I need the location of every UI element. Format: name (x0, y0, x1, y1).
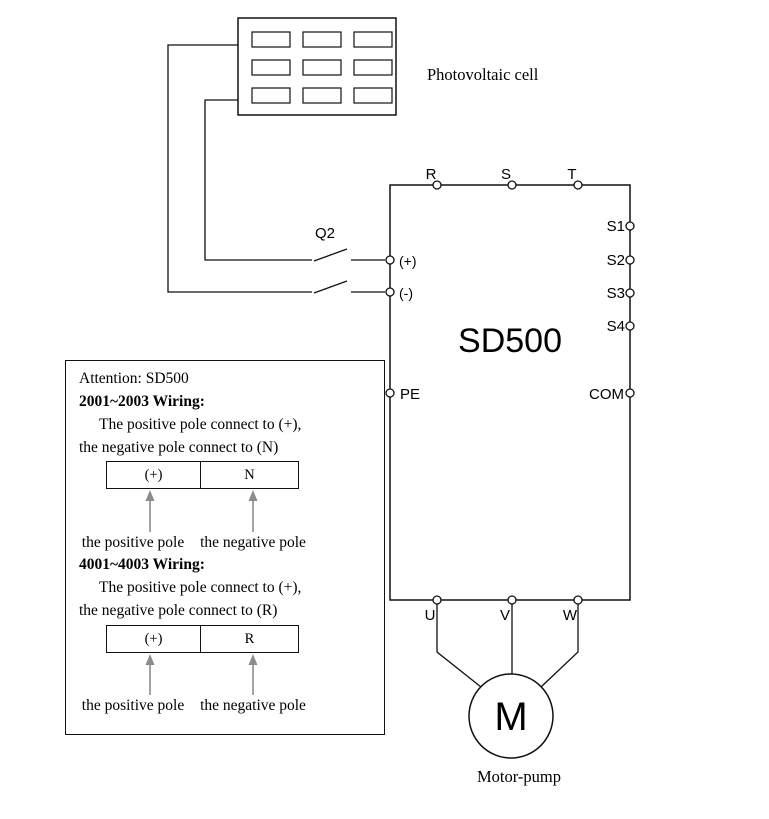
terminal-t-label: T (567, 166, 576, 183)
terminal-minus (385, 287, 395, 297)
pv-cell (353, 31, 393, 48)
caption-positive-pole: the positive pole (81, 697, 185, 714)
motor-caption: Motor-pump (477, 767, 561, 786)
motor-circle (468, 673, 554, 759)
q2-blade-negative (313, 280, 348, 294)
pv-cell-grid (251, 31, 393, 104)
wiring-line1: The positive pole connect to (+), (99, 579, 302, 596)
terminal-r (432, 180, 442, 190)
terminal-u-label: U (425, 607, 436, 624)
attention-title: Attention: SD500 (79, 370, 189, 387)
up-arrow-icon (248, 490, 258, 532)
pv-wire-positive (204, 99, 312, 261)
terminal-s2 (625, 255, 635, 265)
terminal-s3-label: S3 (607, 285, 625, 302)
sd500-box (389, 184, 631, 601)
pv-cell (251, 31, 291, 48)
terminal-w-label: W (563, 607, 578, 624)
terminal-table-2001: (+) N (106, 461, 299, 489)
terminal-pe (385, 388, 395, 398)
up-arrow-icon (145, 490, 155, 532)
terminal-s3 (625, 288, 635, 298)
caption-negative-pole: the negative pole (200, 534, 306, 551)
terminal-s1 (625, 221, 635, 231)
terminal-table-4001: (+) R (106, 625, 299, 653)
terminal-t (573, 180, 583, 190)
table-cell-n: N (201, 461, 299, 489)
table-cell-plus: (+) (106, 625, 201, 653)
terminal-pe-label: PE (400, 386, 420, 403)
up-arrow-icon (248, 654, 258, 695)
terminal-v (507, 595, 517, 605)
up-arrow-icon (145, 654, 155, 695)
motor-wire-u (436, 604, 482, 688)
pv-cell (353, 59, 393, 76)
table-cell-plus: (+) (106, 461, 201, 489)
motor-letter: M (494, 695, 527, 739)
terminal-u (432, 595, 442, 605)
caption-negative-pole: the negative pole (200, 697, 306, 714)
pv-cell (251, 87, 291, 104)
table-cell-r: R (201, 625, 299, 653)
wiring-heading-2001: 2001~2003 Wiring: (79, 393, 205, 410)
pv-label: Photovoltaic cell (427, 65, 539, 84)
pv-wire-negative (167, 44, 312, 293)
wiring-line2: the negative pole connect to (R) (79, 602, 278, 619)
terminal-s2-label: S2 (607, 252, 625, 269)
caption-positive-pole: the positive pole (81, 534, 185, 551)
pv-cell (302, 59, 342, 76)
terminal-s1-label: S1 (607, 218, 625, 235)
motor-wire-w (540, 604, 579, 688)
terminal-s4 (625, 321, 635, 331)
wiring-line1: The positive pole connect to (+), (99, 416, 302, 433)
q2-label: Q2 (315, 225, 335, 242)
terminal-r-label: R (426, 166, 437, 183)
terminal-s-label: S (501, 166, 511, 183)
pv-cell (251, 59, 291, 76)
pv-cell (302, 87, 342, 104)
terminal-plus (385, 255, 395, 265)
wiring-heading-4001: 4001~4003 Wiring: (79, 556, 205, 573)
device-title: SD500 (458, 322, 562, 360)
terminal-com (625, 388, 635, 398)
q2-blade-positive (313, 248, 348, 262)
terminal-minus-label: (-) (399, 285, 413, 301)
terminal-w (573, 595, 583, 605)
terminal-v-label: V (500, 607, 510, 624)
terminal-s (507, 180, 517, 190)
pv-cell (353, 87, 393, 104)
terminal-com-label: COM (589, 386, 624, 403)
wiring-line2: the negative pole connect to (N) (79, 439, 279, 456)
pv-cell (302, 31, 342, 48)
terminal-s4-label: S4 (607, 318, 625, 335)
terminal-plus-label: (+) (399, 253, 417, 269)
attention-box: Attention: SD500 2001~2003 Wiring: The p… (65, 360, 385, 735)
